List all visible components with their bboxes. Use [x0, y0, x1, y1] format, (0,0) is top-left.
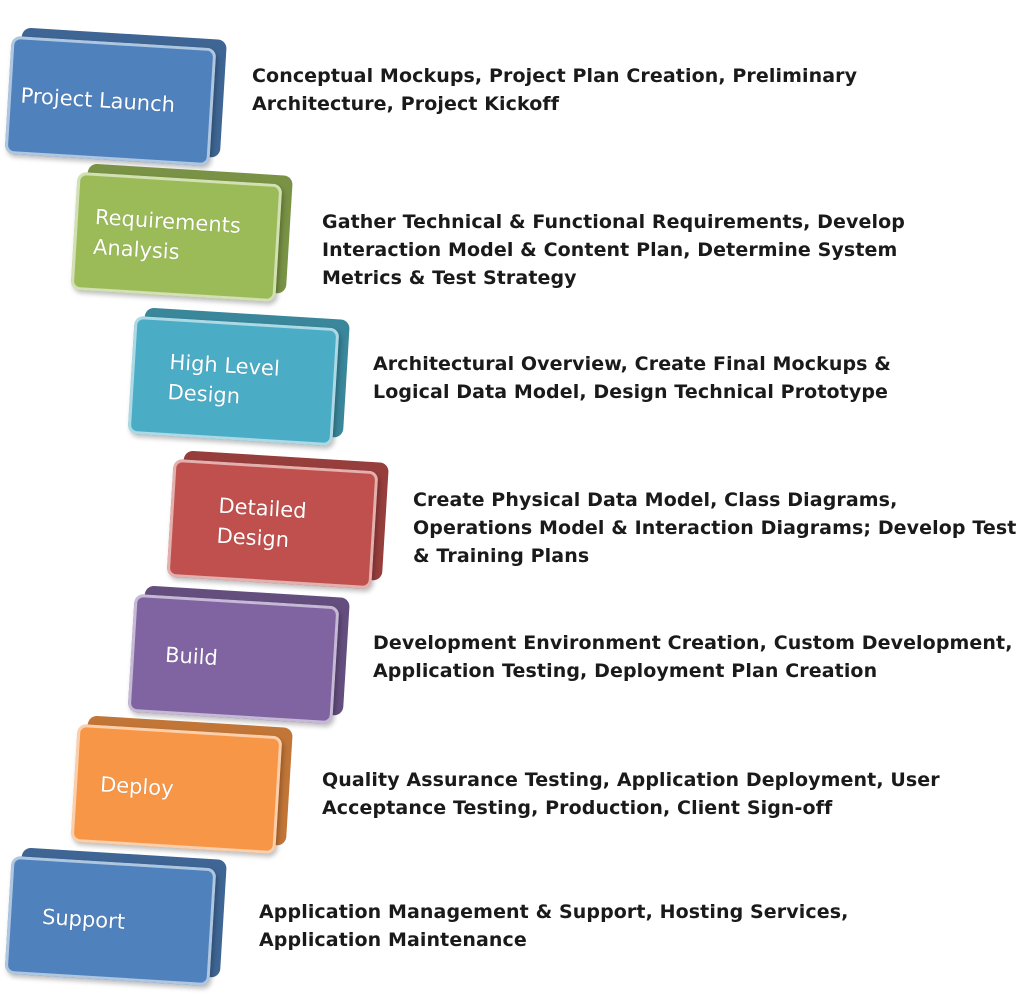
stage-label: High Level Design	[166, 350, 281, 409]
stage-block-face: High Level Design	[127, 315, 340, 447]
stage-block-requirements-analysis: Requirements Analysis	[70, 163, 293, 303]
stage-description: Conceptual Mockups, Project Plan Creatio…	[252, 65, 858, 115]
stage-block-build: Build	[127, 585, 350, 725]
stage-description: Gather Technical & Functional Requiremen…	[322, 211, 905, 289]
stage-description: Application Management & Support, Hostin…	[259, 901, 849, 951]
stage-description: Quality Assurance Testing, Application D…	[322, 769, 940, 819]
stage-block-support: Support	[4, 847, 227, 987]
stage-block-face: Deploy	[70, 723, 283, 855]
stage-label: Project Launch	[19, 83, 176, 117]
stage-block-face: Detailed Design	[166, 458, 379, 590]
stage-block-face: Build	[127, 593, 340, 725]
stage-block-face: Requirements Analysis	[70, 171, 283, 303]
stage-description: Create Physical Data Model, Class Diagra…	[413, 489, 1017, 567]
stage-label: Requirements Analysis	[92, 205, 242, 265]
stage-label: Build	[164, 642, 219, 671]
stage-block-face: Project Launch	[4, 35, 217, 167]
stage-block-detailed-design: Detailed Design	[166, 450, 389, 590]
stage-block-high-level-design: High Level Design	[127, 307, 350, 447]
stage-block-project-launch: Project Launch	[4, 27, 227, 167]
stage-description: Architectural Overview, Create Final Moc…	[373, 353, 891, 403]
stage-label: Detailed Design	[215, 493, 308, 553]
stage-block-face: Support	[4, 855, 217, 987]
stage-label: Deploy	[99, 772, 175, 801]
stage-description: Development Environment Creation, Custom…	[373, 632, 1013, 682]
stage-label: Support	[41, 904, 126, 934]
stage-block-deploy: Deploy	[70, 715, 293, 855]
